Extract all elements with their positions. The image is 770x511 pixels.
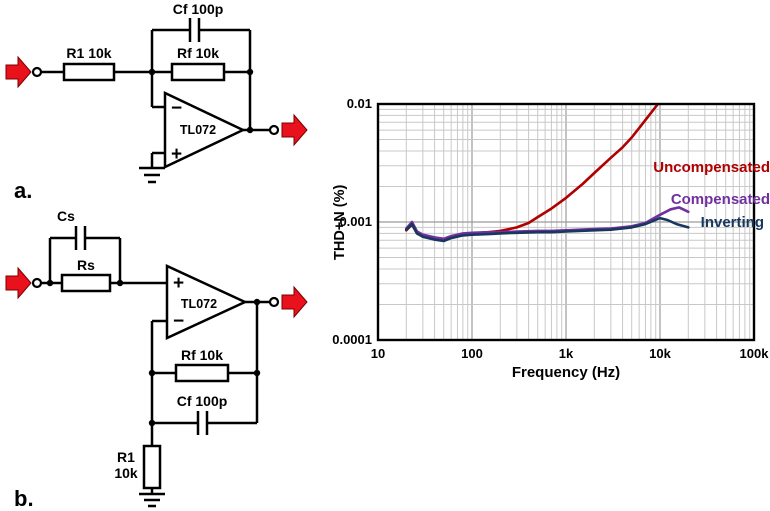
panel-a-label: a. [14, 178, 32, 203]
x-axis-label: Frequency (Hz) [511, 364, 621, 381]
resistor-rf [174, 363, 230, 383]
resistor-rs [60, 273, 112, 293]
input-terminal [31, 66, 43, 78]
opamp-plus-input-label: + [173, 273, 184, 294]
cf-label: Cf 100p [173, 1, 224, 17]
y-tick-label: 0.001 [339, 214, 372, 229]
y-tick-label: 0.0001 [332, 332, 372, 347]
opamp-triangle [165, 264, 248, 340]
capacitor-cs [74, 226, 87, 250]
x-tick-label: 10k [649, 346, 671, 361]
rf-label: Rf 10k [177, 45, 219, 61]
y-tick-label: 0.01 [347, 96, 372, 111]
output-terminal [268, 124, 280, 136]
resistor-r1 [62, 62, 116, 82]
rf-label: Rf 10k [181, 347, 223, 363]
output-terminal [268, 296, 280, 308]
x-tick-label: 10 [371, 346, 385, 361]
ground-symbol [139, 492, 165, 508]
junction-dots [148, 68, 254, 134]
input-terminal [31, 277, 43, 289]
plot-frame [376, 102, 756, 342]
output-arrow [281, 113, 308, 147]
x-tick-label: 1k [559, 346, 574, 361]
circuit-b-noninverting-schematic: Cs Rs + TL072 − Rf 10k Cf 100p R1 10k b. [5, 208, 308, 510]
series-group [405, 104, 690, 243]
opamp-name: TL072 [180, 123, 216, 137]
capacitor-cf [188, 18, 201, 42]
x-tick-label: 100 [461, 346, 483, 361]
r1-label-line1: R1 [117, 449, 135, 465]
panel-b-label: b. [14, 486, 34, 510]
resistor-rf [170, 62, 226, 82]
capacitor-cf [196, 411, 209, 435]
r1-label-line2: 10k [114, 465, 138, 481]
series-label-uncompensated: Uncompensated [653, 159, 770, 176]
thdn-chart: 10 100 1k 10k 100k 0.01 0.001 0.0001 [332, 96, 770, 361]
cs-label: Cs [57, 208, 75, 224]
opamp-minus-input-label: − [171, 98, 182, 119]
opamp-triangle [163, 91, 246, 169]
x-tick-label: 100k [740, 346, 770, 361]
series-label-compensated: Compensated [670, 191, 770, 208]
junction-dots [46, 279, 261, 427]
output-arrow [281, 285, 308, 319]
series-label-inverting: Inverting [700, 214, 764, 231]
opamp-minus-input-label: − [173, 311, 184, 332]
opamp-name: TL072 [181, 297, 217, 311]
rs-label: Rs [77, 257, 95, 273]
input-arrow [5, 55, 32, 89]
ground-symbol [139, 166, 165, 184]
circuit-a-inverting-schematic: Cf 100p R1 10k Rf 10k − TL072 + a. [5, 1, 308, 203]
opamp-plus-input-label: + [171, 144, 182, 165]
series-inverting [405, 216, 690, 243]
input-arrow [5, 266, 32, 300]
cf-label: Cf 100p [177, 393, 228, 409]
resistor-r1 [142, 444, 162, 490]
r1-label: R1 10k [66, 45, 111, 61]
